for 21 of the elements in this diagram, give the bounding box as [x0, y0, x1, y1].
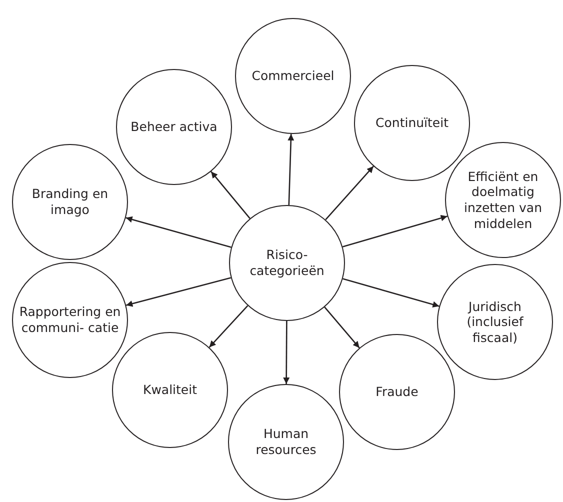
- arrow: [288, 134, 294, 206]
- node-label: Continuïteit: [374, 115, 450, 131]
- arrow: [126, 277, 232, 307]
- arrow: [208, 305, 248, 348]
- node-label: Beheer activa: [130, 119, 218, 135]
- node-label: Rapportering en communi- catie: [18, 304, 122, 336]
- arrow: [126, 216, 232, 248]
- arrow: [342, 214, 448, 248]
- node-label: Efficiënt en doelmatig inzetten van middelen: [462, 168, 543, 232]
- node-label: Juridisch (inclusief fiscaal): [466, 298, 524, 346]
- arrow: [324, 306, 360, 348]
- node-label: Human resources: [254, 426, 318, 458]
- arrow: [210, 171, 250, 219]
- node-label: Fraude: [374, 384, 420, 400]
- arrow: [283, 321, 290, 384]
- node-label: Commercieel: [250, 68, 336, 84]
- arrow: [342, 278, 440, 308]
- node-label: Risico- categorieën: [248, 247, 326, 279]
- arrow: [325, 166, 374, 220]
- node-label: Branding en imago: [30, 186, 110, 218]
- node-label: Kwaliteit: [142, 382, 198, 398]
